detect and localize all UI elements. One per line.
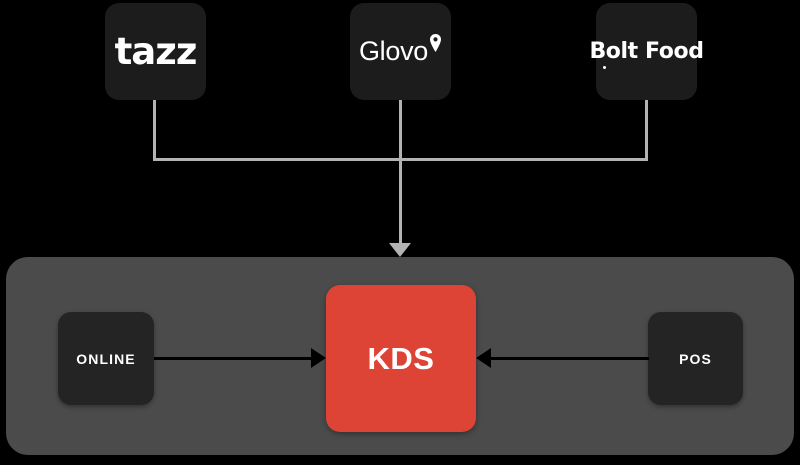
node-kds-label: KDS: [367, 340, 435, 376]
node-kds[interactable]: KDS: [326, 285, 476, 432]
glovo-wordmark-text: Glovo: [358, 36, 429, 66]
connector-bolt-drop: [645, 100, 648, 161]
connector-glovo-drop: [399, 100, 402, 161]
arrowhead-bus-to-kds-icon: [389, 243, 411, 257]
node-pos-label: POS: [679, 350, 712, 367]
bolt-food-wordmark-text: Bolt Food: [589, 38, 704, 64]
arrowhead-online-to-kds-icon: [311, 348, 326, 368]
partner-card-glovo[interactable]: Glovo: [350, 3, 451, 100]
bolt-accent-dot-icon: [603, 65, 607, 69]
arrowhead-pos-to-kds-icon: [476, 348, 491, 368]
node-online-label: ONLINE: [76, 350, 136, 367]
node-pos[interactable]: POS: [648, 312, 743, 405]
partner-card-bolt-food[interactable]: Bolt Food: [589, 3, 704, 100]
connector-online-to-kds: [154, 357, 314, 360]
tazz-wordmark: tazz: [114, 30, 198, 73]
partner-card-tazz[interactable]: tazz: [105, 3, 206, 100]
glovo-wordmark: Glovo: [358, 34, 442, 66]
location-pin-icon: [430, 34, 442, 52]
connector-bus-to-kds: [399, 158, 402, 246]
connector-tazz-drop: [153, 100, 156, 161]
bolt-food-wordmark: Bolt Food: [589, 38, 704, 69]
node-online[interactable]: ONLINE: [58, 312, 154, 405]
connector-pos-to-kds: [489, 357, 649, 360]
